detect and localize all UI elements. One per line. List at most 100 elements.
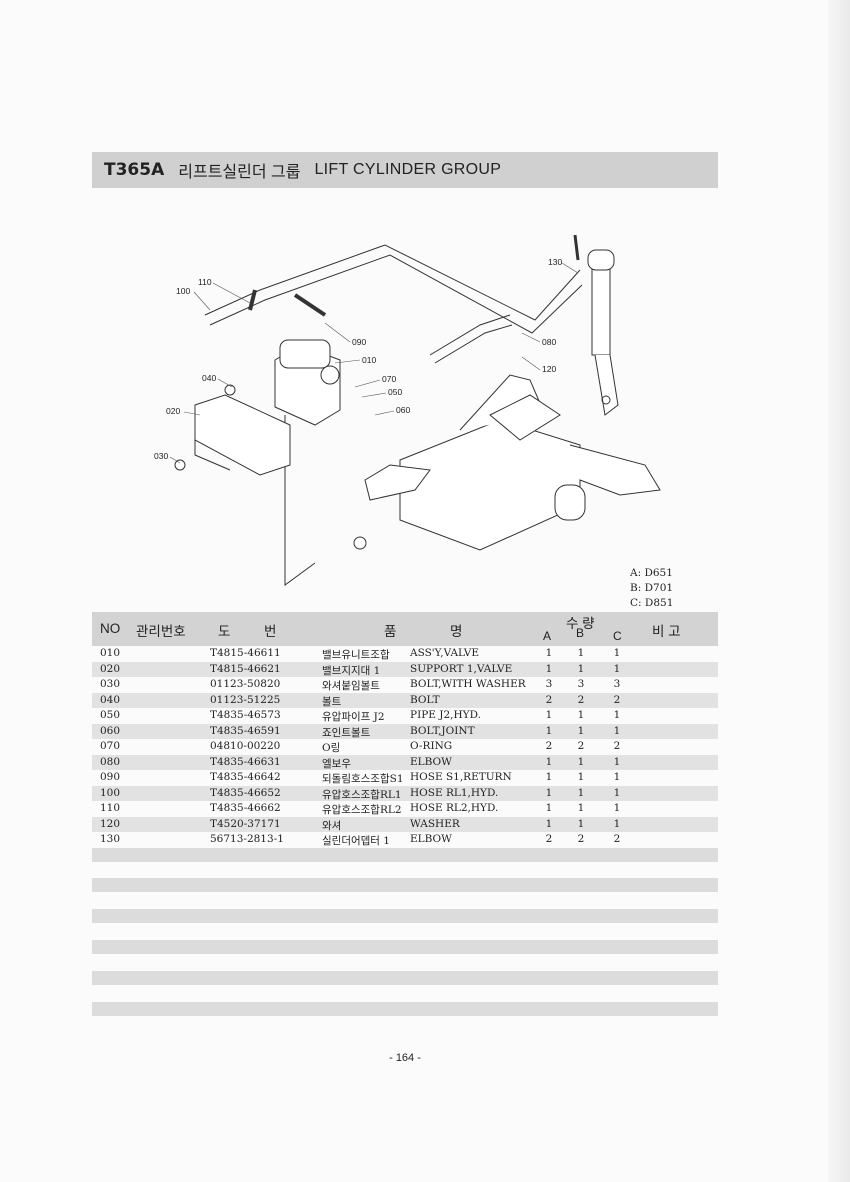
korean-name-cell: 밸브유니트조합 xyxy=(322,649,390,661)
qty-c-cell: 1 xyxy=(613,771,621,783)
callout-090: 090 xyxy=(352,337,366,347)
english-name-cell: HOSE S1,RETURN xyxy=(410,771,512,783)
header-drawing-1: 도 xyxy=(218,624,231,639)
drawing-number-cell: T4835-46652 xyxy=(210,786,281,799)
header-remarks: 비 고 xyxy=(652,624,681,639)
part-no-cell: 040 xyxy=(100,693,121,706)
qty-a-cell: 2 xyxy=(545,740,553,752)
variant-a: A: D651 xyxy=(630,567,673,579)
qty-b-cell: 1 xyxy=(577,786,585,799)
korean-name-cell: 유압파이프 J2 xyxy=(322,711,385,723)
header-name-1: 품 xyxy=(384,624,397,639)
qty-b-cell: 1 xyxy=(577,771,585,783)
drawing-number-cell: 01123-50820 xyxy=(210,678,281,690)
qty-a-cell: 2 xyxy=(545,693,553,706)
parts-table-header: NO 관리번호 도 번 품 명 수 량 A B C 비 고 xyxy=(92,612,718,646)
part-no-cell: 070 xyxy=(100,740,121,752)
korean-name-cell: 엘보우 xyxy=(322,757,351,770)
qty-b-cell: 2 xyxy=(577,833,585,845)
qty-c-cell: 1 xyxy=(613,802,621,814)
drawing-number-cell: T4835-46631 xyxy=(210,755,281,768)
callout-070: 070 xyxy=(382,374,396,384)
english-name-cell: ELBOW xyxy=(410,833,452,845)
title-bar: T365A 리프트실린더 그룹 LIFT CYLINDER GROUP xyxy=(92,152,718,188)
empty-row-band xyxy=(92,848,718,862)
drawing-number-cell: 01123-51225 xyxy=(210,693,281,706)
english-name-cell: BOLT xyxy=(410,693,440,706)
qty-b-cell: 1 xyxy=(577,709,585,721)
qty-b-cell: 2 xyxy=(577,740,585,752)
page-edge xyxy=(828,0,850,1182)
drawing-number-cell: 04810-00220 xyxy=(210,740,281,752)
group-title-english: LIFT CYLINDER GROUP xyxy=(314,161,502,178)
qty-a-cell: 2 xyxy=(545,833,553,845)
group-title-korean: 리프트실린더 그룹 xyxy=(178,164,301,181)
header-qty-a: A xyxy=(543,629,552,643)
qty-c-cell: 1 xyxy=(613,786,621,799)
callout-120: 120 xyxy=(542,364,556,374)
qty-b-cell: 1 xyxy=(577,817,585,830)
header-no: NO xyxy=(100,621,121,636)
part-no-cell: 060 xyxy=(100,724,121,737)
model-variants-legend: A: D651 B: D701 C: D851 xyxy=(630,566,673,611)
english-name-cell: ASS'Y,VALVE xyxy=(410,647,480,659)
qty-a-cell: 1 xyxy=(545,786,553,799)
part-no-cell: 080 xyxy=(100,755,121,768)
part-no-cell: 100 xyxy=(100,786,121,799)
korean-name-cell: 유압호스조합RL1 xyxy=(322,788,402,801)
drawing-number-cell: T4815-46621 xyxy=(210,662,281,675)
qty-b-cell: 1 xyxy=(577,755,585,768)
part-no-cell: 110 xyxy=(100,802,121,814)
english-name-cell: BOLT,JOINT xyxy=(410,724,475,737)
drawing-number-cell: T4520-37171 xyxy=(210,817,281,830)
qty-b-cell: 1 xyxy=(577,724,585,737)
callout-080: 080 xyxy=(542,337,556,347)
qty-a-cell: 1 xyxy=(545,662,553,675)
drawing-number-cell: T4835-46573 xyxy=(210,709,281,721)
callout-100: 100 xyxy=(176,286,190,296)
part-no-cell: 120 xyxy=(100,817,121,830)
callout-labels: 110 100 090 010 040 070 050 060 020 030 … xyxy=(154,257,562,461)
drawing-number-cell: T4835-46642 xyxy=(210,771,281,783)
english-name-cell: HOSE RL1,HYD. xyxy=(410,786,499,799)
korean-name-cell: 실린더어뎁터 1 xyxy=(322,835,390,847)
qty-b-cell: 2 xyxy=(577,693,585,706)
drawing-number-cell: T4835-46591 xyxy=(210,724,281,737)
page-number: - 164 - xyxy=(389,1052,421,1064)
qty-a-cell: 1 xyxy=(545,802,553,814)
qty-a-cell: 1 xyxy=(545,724,553,737)
empty-row-band xyxy=(92,878,718,892)
korean-name-cell: 유압호스조합RL2 xyxy=(322,804,402,816)
callout-110: 110 xyxy=(198,277,212,287)
empty-row-band xyxy=(92,971,718,985)
header-qty-b: B xyxy=(576,626,585,640)
part-no-cell: 010 xyxy=(100,647,121,659)
korean-name-cell: 와셔붙임볼트 xyxy=(322,680,380,692)
qty-a-cell: 1 xyxy=(545,647,553,659)
drawing-number-cell: T4835-46662 xyxy=(210,802,281,814)
empty-row-band xyxy=(92,1002,718,1016)
qty-c-cell: 1 xyxy=(613,662,621,675)
korean-name-cell: 되돌림호스조합S1 xyxy=(322,773,404,785)
english-name-cell: O-RING xyxy=(410,740,453,752)
qty-c-cell: 1 xyxy=(613,724,621,737)
korean-name-cell: 밸브지지대 1 xyxy=(322,664,381,677)
korean-name-cell: 와셔 xyxy=(322,819,342,832)
english-name-cell: BOLT,WITH WASHER xyxy=(410,678,526,690)
qty-a-cell: 1 xyxy=(545,771,553,783)
callout-050: 050 xyxy=(388,387,402,397)
qty-b-cell: 1 xyxy=(577,802,585,814)
header-mgmt-number: 관리번호 xyxy=(136,624,186,639)
callout-020: 020 xyxy=(166,406,180,416)
part-no-cell: 130 xyxy=(100,833,121,845)
callout-030: 030 xyxy=(154,451,168,461)
qty-c-cell: 2 xyxy=(613,833,621,845)
variant-b: B: D701 xyxy=(630,582,674,594)
